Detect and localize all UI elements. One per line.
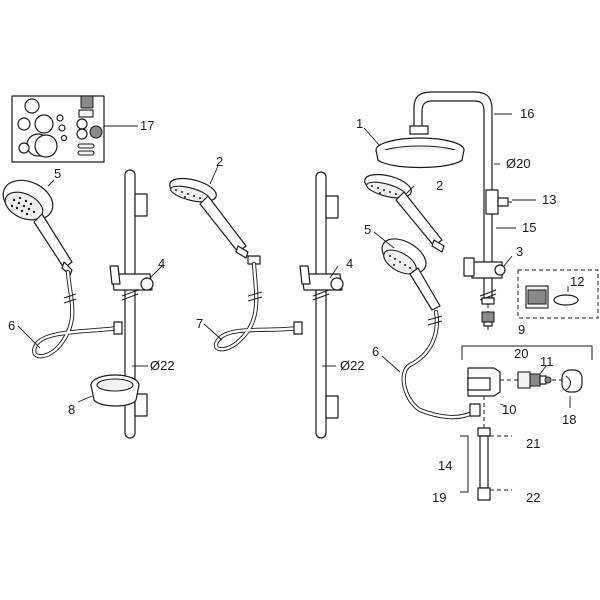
label-20: 20 [514, 346, 528, 361]
label-19: 19 [432, 490, 446, 505]
label-4-b: 4 [346, 256, 353, 271]
hand-shower-right-2 [364, 173, 445, 253]
label-22: 22 [526, 490, 540, 505]
spare-part-box [517, 269, 599, 319]
label-2-right: 2 [436, 178, 443, 193]
label-6-right: 6 [372, 344, 379, 359]
label-13: 13 [542, 192, 556, 207]
label-7: 7 [196, 316, 203, 331]
label-5-left: 5 [54, 166, 61, 181]
label-11: 11 [540, 354, 554, 369]
hand-shower-right-5 [381, 238, 441, 311]
hand-shower-middle [169, 177, 249, 259]
slide-rail-a [121, 169, 148, 439]
label-d22-b: Ø22 [340, 358, 365, 373]
leader-lines [17, 113, 571, 408]
slider-a [109, 265, 154, 291]
riser-connector [481, 304, 495, 332]
bracket-outline [461, 345, 593, 360]
diverter-assembly [467, 367, 583, 397]
callout-labels: 17 5 6 8 4 Ø22 2 7 4 Ø22 1 2 5 6 16 Ø20 … [8, 106, 584, 505]
label-15: 15 [522, 220, 536, 235]
label-17: 17 [140, 118, 154, 133]
label-3: 3 [516, 244, 523, 259]
label-4-a: 4 [158, 256, 165, 271]
lower-pipe [460, 396, 512, 501]
label-12: 12 [570, 274, 584, 289]
slide-rail-b [312, 171, 339, 439]
hand-shower-left [2, 179, 73, 276]
hose-middle [213, 255, 303, 352]
hose-right [401, 309, 481, 420]
label-10: 10 [502, 402, 516, 417]
label-5-right: 5 [364, 222, 371, 237]
label-8: 8 [68, 402, 75, 417]
label-1: 1 [356, 116, 363, 131]
label-2-middle: 2 [216, 154, 223, 169]
label-9: 9 [518, 322, 525, 337]
hose-left [32, 269, 123, 359]
label-d20: Ø20 [506, 156, 531, 171]
label-6-left: 6 [8, 318, 15, 333]
label-16: 16 [520, 106, 534, 121]
set-screw [497, 197, 512, 207]
slider-b [299, 265, 344, 291]
soap-dish [90, 374, 140, 407]
hand-shower-holder [463, 257, 506, 279]
label-14: 14 [438, 458, 452, 473]
seal-kit-box [11, 95, 105, 163]
label-21: 21 [526, 436, 540, 451]
overhead-shower [375, 125, 465, 169]
label-d22-a: Ø22 [150, 358, 175, 373]
label-18: 18 [562, 412, 576, 427]
